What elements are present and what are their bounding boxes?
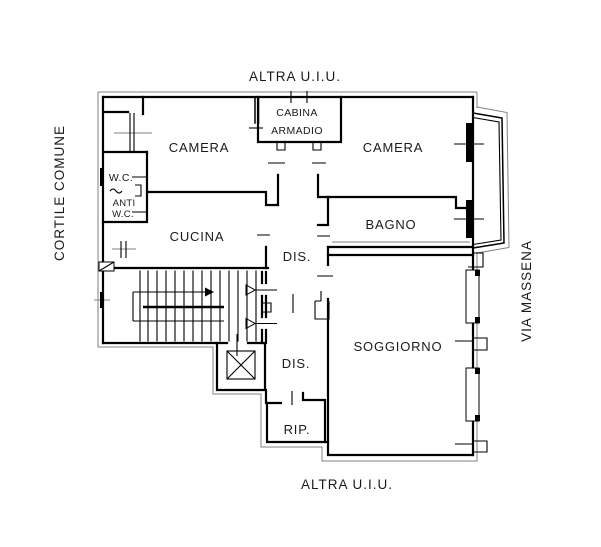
soggiorno-windows bbox=[455, 252, 488, 453]
room-label-camera-left: CAMERA bbox=[169, 140, 229, 155]
stairs-icon bbox=[98, 261, 257, 342]
rip-walls bbox=[265, 391, 327, 444]
soggiorno-door-jamb bbox=[314, 291, 330, 320]
stair-landing bbox=[101, 266, 277, 405]
window-sill-markers bbox=[473, 337, 488, 453]
room-label-dis-lower: DIS. bbox=[282, 356, 310, 371]
cabina-armadio-walls bbox=[249, 91, 343, 164]
label-altra-uiu-bottom: ALTRA U.I.U. bbox=[301, 477, 393, 492]
wc-door-squiggle bbox=[109, 188, 123, 194]
room-label-cucina: CUCINA bbox=[170, 229, 225, 244]
cucina-window-marker bbox=[120, 241, 127, 258]
room-label-bagno: BAGNO bbox=[366, 217, 417, 232]
loggia-and-wc-block bbox=[100, 95, 149, 224]
door-swing-icon bbox=[245, 317, 257, 330]
room-label-dis-upper: DIS. bbox=[283, 249, 311, 264]
wc-window-marker bbox=[100, 168, 104, 186]
loggia-window-marker bbox=[129, 113, 135, 152]
label-via-massena: VIA MASSENA bbox=[519, 240, 534, 342]
room-label-rip: RIP. bbox=[284, 422, 311, 437]
door-swing-icon bbox=[245, 284, 257, 296]
camera-window-marker bbox=[466, 123, 473, 162]
label-altra-uiu-top: ALTRA U.I.U. bbox=[249, 69, 341, 84]
interior-walls bbox=[120, 173, 475, 444]
room-label-anti-wc: W.C. bbox=[112, 209, 134, 220]
bay-offset-outline bbox=[476, 106, 510, 254]
room-label-camera-right: CAMERA bbox=[363, 140, 423, 155]
stair-window-marker bbox=[100, 292, 104, 308]
room-label-cabina: CABINA bbox=[276, 107, 318, 119]
french-window-marker bbox=[465, 367, 480, 422]
room-label-wc: W.C. bbox=[109, 172, 133, 184]
stair-direction-arrow bbox=[205, 287, 214, 297]
elevator-icon bbox=[215, 334, 267, 392]
top-wall-window-ticks bbox=[290, 91, 308, 103]
room-label-anti: ANTI bbox=[113, 198, 136, 209]
corridor-door-markers bbox=[257, 234, 333, 320]
label-cortile-comune: CORTILE COMUNE bbox=[52, 125, 67, 261]
room-label-soggiorno: SOGGIORNO bbox=[354, 339, 443, 354]
french-window-marker bbox=[465, 269, 480, 324]
bay-balcony bbox=[454, 112, 505, 249]
exterior-offset-outline bbox=[94, 91, 510, 462]
room-label-armadio: ARMADIO bbox=[271, 125, 323, 137]
